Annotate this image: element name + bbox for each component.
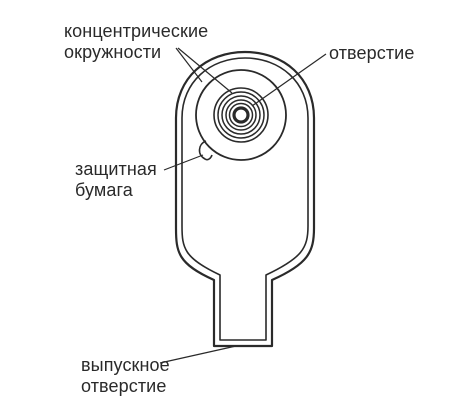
leader-lines xyxy=(159,47,327,364)
outlet-label-line2: отверстие xyxy=(81,376,167,396)
outlet-label-line1: выпускное xyxy=(81,355,170,375)
ring-4 xyxy=(225,99,257,131)
concentric-rings-label-line1: концентрические xyxy=(64,21,209,41)
leader-rings-2 xyxy=(177,47,233,94)
outlet-label: выпускное отверстие xyxy=(81,355,170,397)
leader-rings-1 xyxy=(175,47,203,83)
ring-5 xyxy=(228,102,254,128)
bag-inner-outline xyxy=(181,57,309,341)
concentric-rings xyxy=(213,87,269,143)
protective-paper-label-line1: защитная xyxy=(75,159,157,179)
paper-tab xyxy=(198,140,213,161)
center-opening xyxy=(232,106,250,124)
bag-outer-outline xyxy=(174,50,316,348)
leader-paper xyxy=(163,154,204,171)
concentric-rings-label-line2: окружности xyxy=(64,42,162,62)
leader-opening xyxy=(251,53,327,107)
concentric-rings-label: концентрические окружности xyxy=(64,21,208,63)
ring-3 xyxy=(221,95,261,135)
opening-label: отверстие xyxy=(329,43,415,63)
flange-circle xyxy=(195,69,287,161)
leader-outlet xyxy=(159,345,237,364)
ring-2 xyxy=(217,91,265,139)
protective-paper-label-line2: бумага xyxy=(75,180,133,200)
protective-paper-label: защитная бумага xyxy=(75,159,157,201)
ring-1 xyxy=(213,87,269,143)
